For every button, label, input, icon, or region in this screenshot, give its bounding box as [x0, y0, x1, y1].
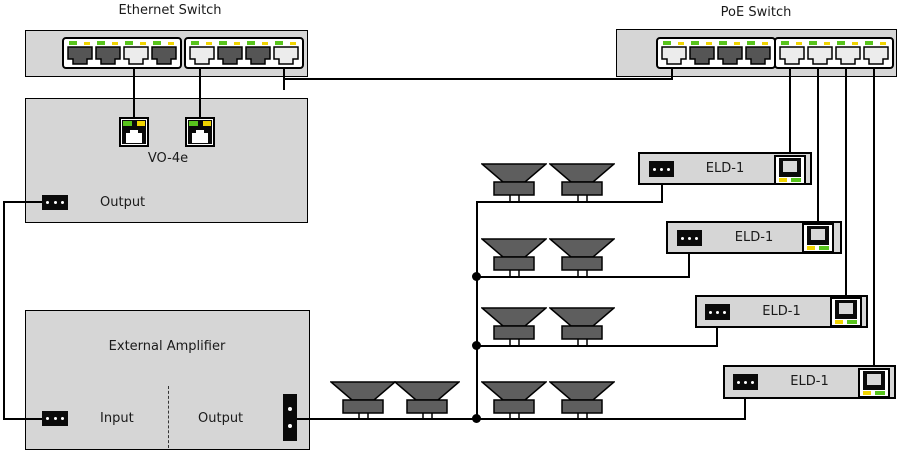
wire-ethswitch-port3-to-vo4e — [133, 63, 135, 119]
junction-dot — [472, 414, 481, 423]
wire-speaker-bus-vertical — [476, 201, 478, 420]
junction-dot — [472, 272, 481, 281]
eld2-label: ELD-1 — [734, 229, 774, 245]
wire-poe-port5-to-eld1 — [789, 63, 791, 156]
eld4-rj45-jack-icon — [858, 368, 890, 398]
vo4e-box — [25, 98, 308, 223]
wire-ethswitch-port8-drop — [283, 63, 285, 90]
ethernet-switch-2-port-6 — [217, 41, 243, 65]
horn-speaker-icon — [330, 381, 396, 419]
amplifier-input-terminal-block-icon — [42, 411, 68, 426]
amplifier-box — [25, 310, 310, 450]
wire-eld3-terminal-drop — [716, 320, 718, 347]
wire-vo4e-to-amp-vertical — [3, 201, 5, 420]
poe-switch-port-strip-1 — [656, 37, 776, 69]
poe-switch-port-strip-2 — [774, 37, 894, 69]
horn-speaker-icon — [549, 238, 615, 276]
vo4e-rj45-jack-icon — [119, 117, 149, 147]
wire-eld1-terminal-drop — [661, 177, 663, 203]
eld1-label: ELD-1 — [705, 160, 745, 176]
horn-speaker-icon — [549, 381, 615, 419]
horn-speaker-icon — [481, 238, 547, 276]
eld1-terminal-block-icon — [649, 161, 674, 177]
horn-speaker-icon — [394, 381, 460, 419]
wire-amp-input-horizontal — [3, 418, 44, 420]
vo4e-model-label: VO-4e — [147, 151, 189, 166]
horn-speaker-icon — [549, 307, 615, 345]
wire-poe-port7-to-eld3 — [845, 63, 847, 297]
vo4e-rj45-jack-icon — [185, 117, 215, 147]
poe-switch-2-port-7 — [835, 41, 861, 65]
ethernet-switch-port-strip-1 — [62, 37, 182, 69]
wire-eld2-terminal-drop — [688, 246, 690, 278]
poe-switch-1-port-3 — [717, 41, 743, 65]
poe-switch-2-port-8 — [863, 41, 889, 65]
wire-eld4-terminal-drop — [744, 390, 746, 420]
vo4e-output-terminal-block-icon — [42, 195, 68, 210]
amplifier-output-terminal-block-icon — [283, 394, 297, 441]
ethernet-switch-1-port-1 — [67, 41, 93, 65]
wire-speaker-row3 — [476, 345, 718, 347]
wire-poe-port8-to-eld4 — [873, 63, 875, 368]
poe-switch-1-port-4 — [745, 41, 771, 65]
eld4-label: ELD-1 — [790, 374, 829, 390]
horn-speaker-icon — [481, 381, 547, 419]
wire-poe-port6-to-eld2 — [817, 63, 819, 224]
horn-speaker-icon — [481, 307, 547, 345]
amplifier-input-label: Input — [100, 411, 134, 426]
eld2-terminal-block-icon — [677, 230, 702, 246]
eld1-rj45-jack-icon — [774, 155, 806, 185]
amplifier-output-label: Output — [198, 411, 244, 426]
eld3-label: ELD-1 — [762, 303, 801, 319]
poe-switch-1-port-2 — [689, 41, 715, 65]
eld3-terminal-block-icon — [705, 304, 730, 320]
wire-poeswitch-port1-drop — [671, 63, 673, 80]
horn-speaker-icon — [481, 163, 547, 201]
eld4-terminal-block-icon — [733, 374, 758, 390]
horn-speaker-icon — [549, 163, 615, 201]
junction-dot — [472, 341, 481, 350]
wire-speaker-row2 — [476, 276, 690, 278]
poe-switch-2-port-6 — [807, 41, 833, 65]
wire-vo4e-output-horizontal — [3, 201, 44, 203]
wire-ethswitch-to-poeswitch — [283, 78, 673, 80]
ethernet-switch-1-port-4 — [151, 41, 177, 65]
eld3-rj45-jack-icon — [830, 297, 862, 327]
wire-amp-output-speaker-line — [297, 418, 746, 420]
wire-ethswitch-port5-to-vo4e — [199, 63, 201, 119]
ethernet-switch-2-port-5 — [189, 41, 215, 65]
ethernet-switch-2-port-7 — [245, 41, 271, 65]
amplifier-title: External Amplifier — [108, 339, 226, 354]
vo4e-output-label: Output — [100, 195, 146, 210]
amplifier-section-divider — [168, 386, 169, 448]
eld2-rj45-jack-icon — [802, 223, 834, 253]
ethernet-switch-1-port-3 — [123, 41, 149, 65]
wire-speaker-row1 — [476, 201, 663, 203]
ethernet-switch-2-port-8 — [273, 41, 299, 65]
ethernet-switch-port-strip-2 — [184, 37, 304, 69]
poe-switch-2-port-5 — [779, 41, 805, 65]
poe-switch-1-port-1 — [661, 41, 687, 65]
poe-switch-title: PoE Switch — [720, 5, 792, 20]
ethernet-switch-title: Ethernet Switch — [118, 3, 222, 18]
ethernet-switch-1-port-2 — [95, 41, 121, 65]
